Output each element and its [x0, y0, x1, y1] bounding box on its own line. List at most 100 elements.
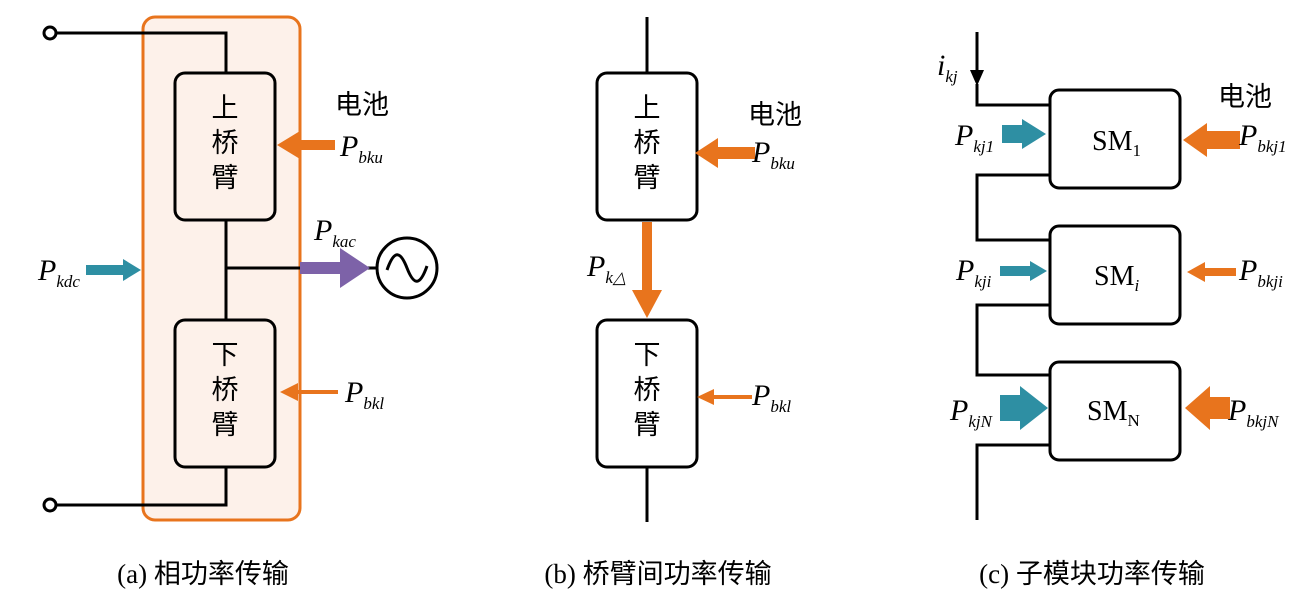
p-bku-arrow-b — [695, 138, 755, 168]
p-bkji-arrow — [1187, 262, 1236, 282]
caption-b: (b) 桥臂间功率传输 — [544, 559, 771, 589]
p-kjn-sub: kjN — [968, 412, 993, 431]
svg-text:Pbkj1: Pbkj1 — [1238, 119, 1287, 156]
svg-text:SMN: SMN — [1087, 396, 1140, 430]
smn-sub: N — [1127, 411, 1139, 430]
smi-sub: i — [1134, 276, 1139, 295]
p-bkj1-main: P — [1238, 119, 1257, 152]
svg-text:Pkac: Pkac — [313, 214, 356, 251]
p-bku-sub-b: bku — [770, 154, 795, 173]
p-kj1-main: P — [954, 119, 973, 152]
p-bku-main-b: P — [751, 136, 770, 169]
current-arrowhead — [970, 70, 984, 86]
panel-c: SM1 SMi SMN ikj 电池 Pkj1 Pkji PkjN Pbkj1 … — [937, 32, 1287, 589]
sm1-box — [1048, 88, 1182, 190]
upper-arm-box-b — [595, 71, 699, 222]
p-bkl-main-a: P — [344, 376, 363, 409]
p-bkl-main-b: P — [751, 379, 770, 412]
p-kji-main: P — [955, 254, 974, 287]
lower-arm-b-char-1: 下 — [634, 340, 661, 371]
svg-text:Pbkl: Pbkl — [344, 376, 384, 413]
svg-text:Pkj1: Pkj1 — [954, 119, 994, 156]
p-bkl-arrow — [280, 383, 338, 401]
svg-text:PkjN: PkjN — [949, 394, 994, 431]
p-kdc-sub: kdc — [56, 272, 80, 291]
p-bkjn-arrow — [1185, 386, 1230, 430]
upper-arm-char-1: 上 — [212, 93, 239, 124]
p-bku-sub-a: bku — [358, 148, 383, 167]
dc-terminal-top — [42, 25, 58, 41]
p-bkj1-sub: bkj1 — [1257, 137, 1286, 156]
sm1-main: SM — [1092, 126, 1133, 157]
i-kj-main: i — [937, 49, 945, 82]
smn-main: SM — [1087, 396, 1128, 427]
svg-text:Pbkl: Pbkl — [751, 379, 791, 416]
p-bku-main-a: P — [339, 130, 358, 163]
caption-a: (a) 相功率传输 — [117, 559, 289, 589]
svg-text:Pkdc: Pkdc — [37, 254, 80, 291]
svg-text:Pk△: Pk△ — [586, 250, 626, 287]
chain-wire-2 — [975, 303, 1050, 377]
p-kdelta-main: P — [586, 250, 605, 283]
p-bkjn-sub: bkjN — [1246, 412, 1280, 431]
chain-wire-1 — [975, 173, 1050, 242]
upper-arm-b-char-3: 臂 — [634, 163, 661, 194]
p-bku-arrow — [277, 131, 335, 159]
sine-wave-icon — [385, 253, 429, 283]
p-kdelta-arrow — [632, 222, 662, 318]
p-bkji-main: P — [1238, 254, 1257, 287]
p-kdc-arrow — [86, 259, 141, 281]
svg-text:ikj: ikj — [937, 49, 958, 86]
p-kj1-arrow — [1002, 119, 1046, 149]
lower-dc-wire — [56, 467, 228, 507]
p-kac-sub: kac — [332, 232, 356, 251]
battery-label-a: 电池 — [335, 90, 389, 121]
upper-arm-b-char-1: 上 — [634, 93, 661, 124]
svg-text:Pkji: Pkji — [955, 254, 992, 291]
lower-arm-box-b — [595, 318, 699, 469]
svg-text:Pbkji: Pbkji — [1238, 254, 1283, 291]
p-bkl-sub-b: bkl — [770, 397, 791, 416]
dc-terminal-bottom — [42, 497, 58, 513]
p-bkl-arrow-b — [697, 389, 752, 405]
svg-text:Pbku: Pbku — [751, 136, 795, 173]
upper-dc-wire — [56, 31, 228, 73]
svg-text:Pbku: Pbku — [339, 130, 383, 167]
p-kji-arrow — [1000, 261, 1047, 281]
battery-label-b: 电池 — [748, 100, 802, 131]
p-kji-sub: kji — [974, 272, 991, 291]
panel-b: 上 桥 臂 下 桥 臂 电池 Pbku Pbkl Pk△ (b) 桥臂间功率传输 — [544, 17, 802, 589]
p-kdelta-sub: k△ — [605, 268, 626, 287]
panel-a: 上 桥 臂 下 桥 臂 电池 Pbku Pbkl Pkac Pkdc (a) 相… — [37, 15, 439, 589]
p-kjn-arrow — [1000, 386, 1048, 430]
svg-text:SMi: SMi — [1094, 261, 1139, 295]
p-kac-arrow — [300, 248, 370, 288]
upper-arm-box — [173, 71, 277, 222]
p-kj1-sub: kj1 — [973, 137, 994, 156]
lower-arm-char-3: 臂 — [212, 410, 239, 441]
i-kj-sub: kj — [945, 67, 958, 86]
upper-arm-b-char-2: 桥 — [634, 128, 661, 159]
svg-text:PbkjN: PbkjN — [1227, 394, 1280, 431]
lower-arm-b-char-3: 臂 — [634, 410, 661, 441]
lower-arm-b-char-2: 桥 — [634, 375, 661, 406]
chain-wire-bottom — [975, 443, 1050, 520]
p-bkj1-arrow — [1183, 123, 1240, 157]
caption-c: (c) 子模块功率传输 — [979, 559, 1205, 589]
chain-wire-top — [975, 84, 1050, 107]
smn-box — [1048, 360, 1182, 462]
p-kdc-main: P — [37, 254, 56, 287]
lower-arm-char-2: 桥 — [212, 375, 239, 406]
smi-main: SM — [1094, 261, 1135, 292]
p-bkl-sub-a: bkl — [363, 394, 384, 413]
sm1-sub: 1 — [1132, 141, 1141, 160]
smi-box — [1048, 224, 1182, 326]
p-bkji-sub: bkji — [1257, 272, 1283, 291]
svg-text:SM1: SM1 — [1092, 126, 1141, 160]
p-kjn-main: P — [949, 394, 968, 427]
lower-arm-box — [173, 318, 277, 469]
p-kac-main: P — [313, 214, 332, 247]
p-bkjn-main: P — [1227, 394, 1246, 427]
upper-arm-char-3: 臂 — [212, 163, 239, 194]
